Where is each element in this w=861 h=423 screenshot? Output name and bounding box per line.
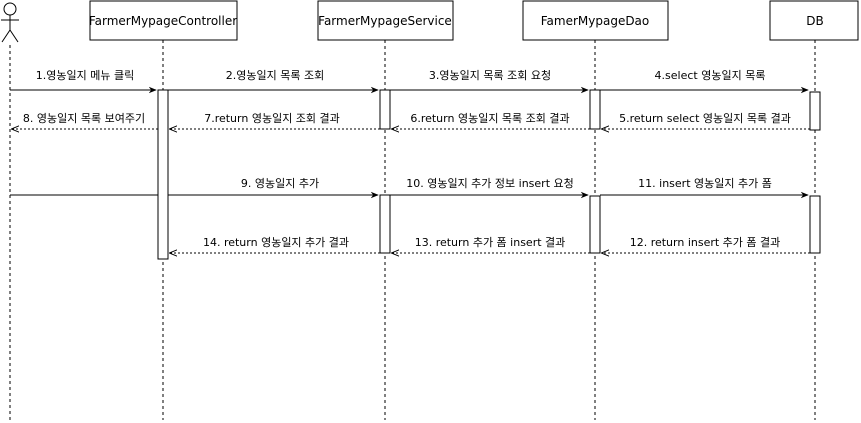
message-8: 8. 영농일지 목록 보여주기 [12,111,158,129]
participant-controller: FarmerMypageController [89,0,238,41]
activation-controller [157,89,169,260]
message-9: 9. 영농일지 추가 [168,176,379,199]
activation-dao-2 [589,195,601,254]
message-label: 9. 영농일지 추가 [241,176,319,190]
message-label: 12. return insert 추가 폼 결과 [630,236,781,249]
message-label: 8. 영농일지 목록 보여주기 [23,111,145,125]
activation-db-2 [809,195,821,254]
activation-db-1 [809,91,821,131]
message-13: 13. return 추가 폼 insert 결과 [392,236,590,253]
participant-label: FamerMypageDao [541,14,650,28]
message-5: 5.return select 영농일지 목록 결과 [602,111,810,129]
message-label: 4.select 영농일지 목록 [655,68,766,82]
actor-icon [1,2,19,43]
message-14: 14. return 영농일지 추가 결과 [170,235,380,253]
message-6: 6.return 영농일지 목록 조회 결과 [392,111,590,129]
message-4: 4.select 영농일지 목록 [600,68,809,94]
message-label: 3.영농일지 목록 조회 요청 [429,68,551,82]
message-12: 12. return insert 추가 폼 결과 [602,236,810,253]
message-label: 7.return 영농일지 조회 결과 [204,111,340,125]
message-label: 2.영농일지 목록 조회 [226,68,324,82]
message-3: 3.영농일지 목록 조회 요청 [390,68,589,94]
message-label: 11. insert 영농일지 추가 폼 [638,176,772,190]
activation-service-2 [379,194,391,254]
participant-label: FarmerMypageController [89,14,237,28]
activation-service-1 [379,89,391,130]
message-10: 10. 영농일지 추가 정보 insert 요청 [390,176,589,199]
participant-label: FarmerMypageService [318,14,452,28]
participant-db: DB [769,0,859,41]
participant-label: DB [806,14,823,28]
message-label: 1.영농일지 메뉴 클릭 [36,68,134,82]
message-7: 7.return 영농일지 조회 결과 [170,111,380,129]
participant-dao: FamerMypageDao [522,0,669,41]
activation-dao-1 [589,89,601,130]
message-label: 14. return 영농일지 추가 결과 [203,235,349,249]
message-1: 1.영농일지 메뉴 클릭 [10,68,157,94]
message-2: 2.영농일지 목록 조회 [168,68,379,94]
message-label: 10. 영농일지 추가 정보 insert 요청 [406,176,574,190]
message-11: 11. insert 영농일지 추가 폼 [600,176,809,199]
participant-service: FarmerMypageService [317,0,454,41]
message-label: 5.return select 영농일지 목록 결과 [619,111,791,125]
message-label: 6.return 영농일지 목록 조회 결과 [410,111,569,125]
message-label: 13. return 추가 폼 insert 결과 [415,236,566,249]
